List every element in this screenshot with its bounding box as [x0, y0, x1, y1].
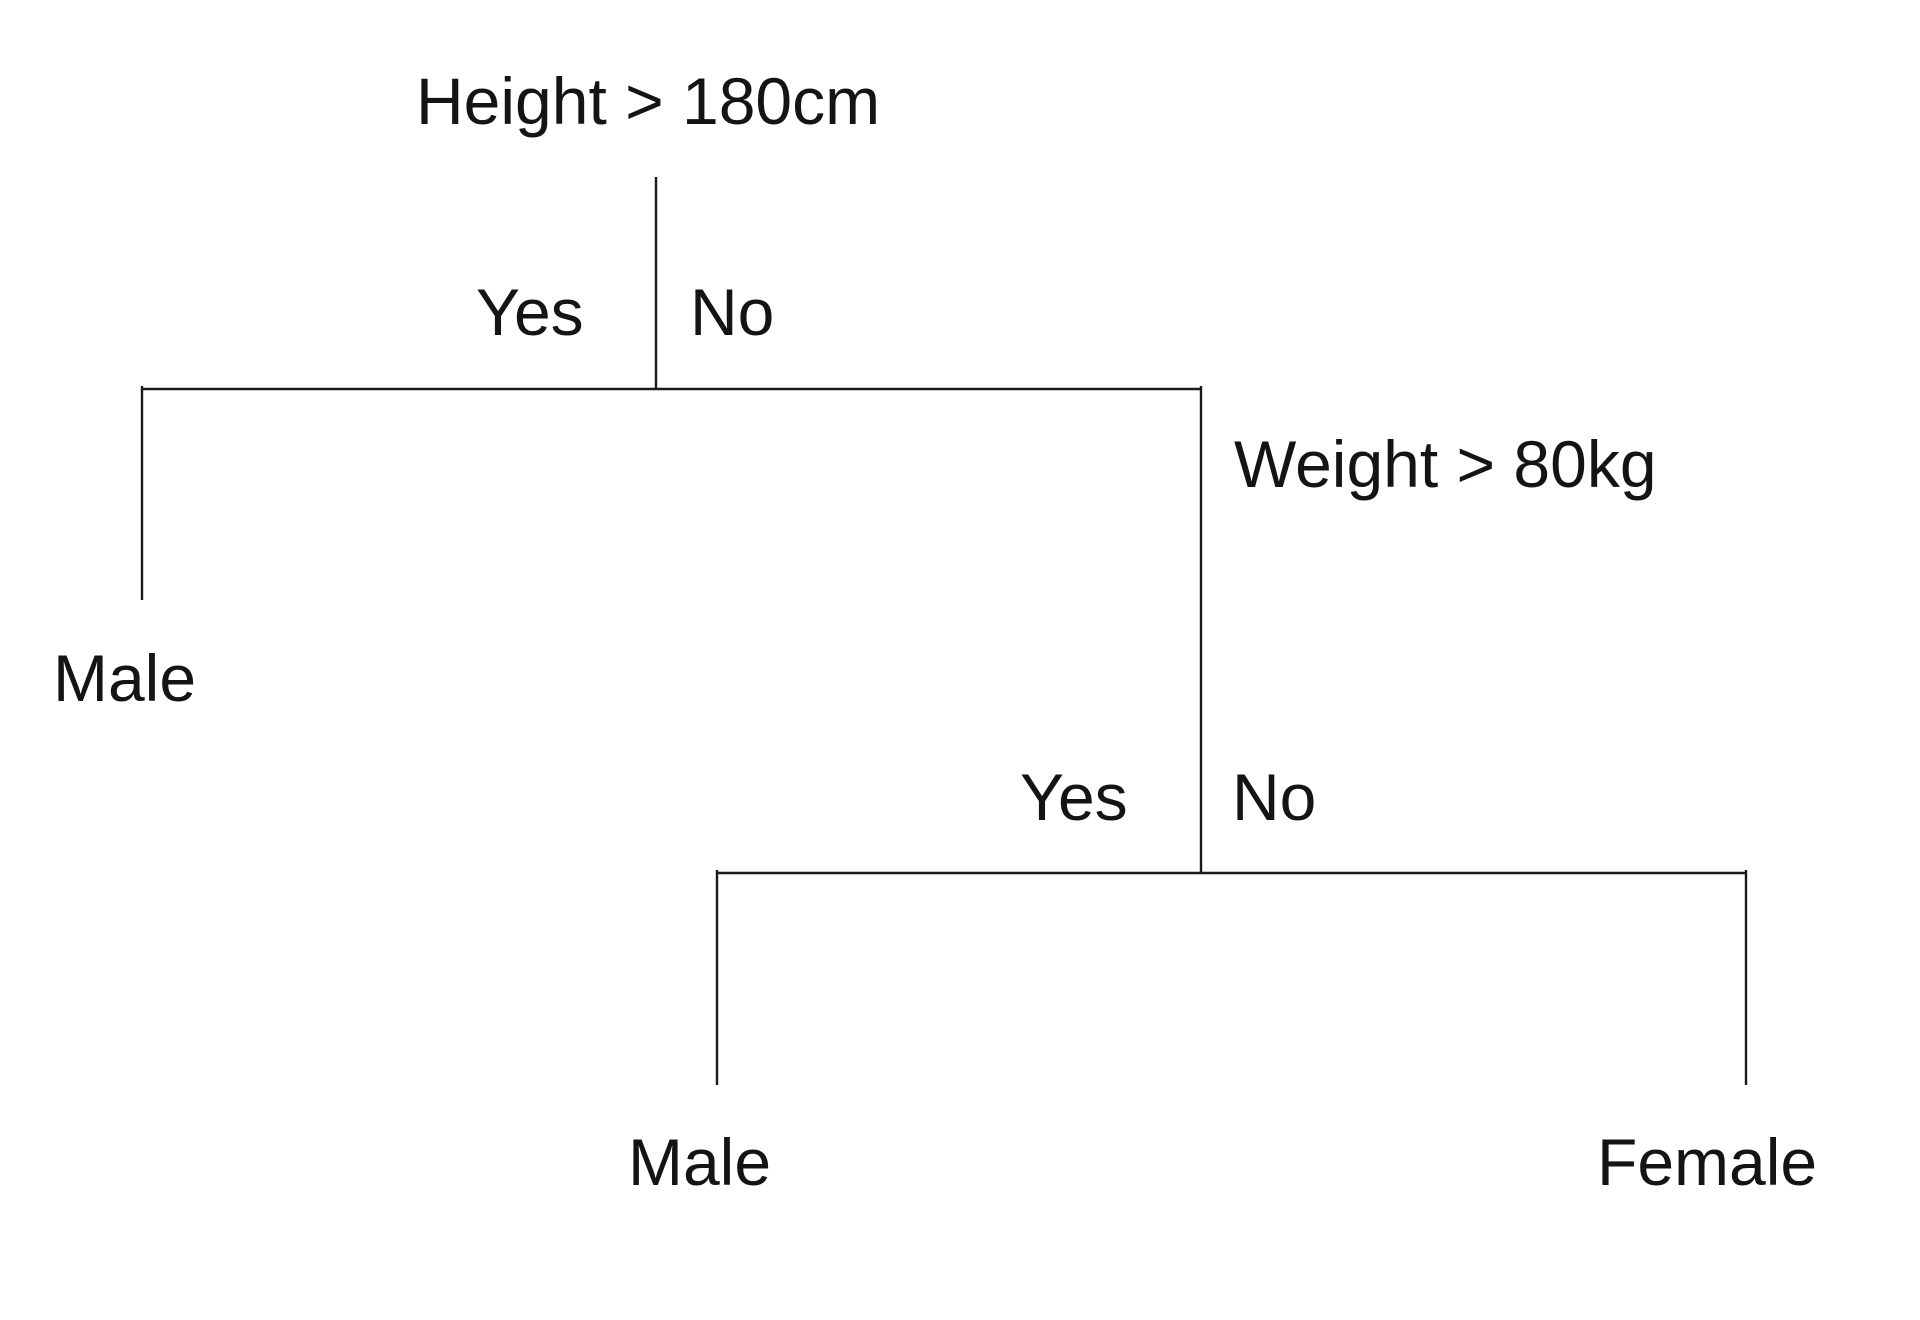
- inner-condition-label: Weight > 80kg: [1234, 427, 1657, 501]
- inner-yes-leaf-label: Male: [628, 1125, 771, 1199]
- root-yes-label: Yes: [476, 275, 584, 349]
- inner-no-label: No: [1232, 760, 1316, 834]
- root-condition-label: Height > 180cm: [416, 64, 880, 138]
- inner-yes-label: Yes: [1020, 760, 1128, 834]
- root-no-label: No: [690, 275, 774, 349]
- inner-no-leaf-label: Female: [1597, 1125, 1817, 1199]
- root-yes-leaf-label: Male: [53, 641, 196, 715]
